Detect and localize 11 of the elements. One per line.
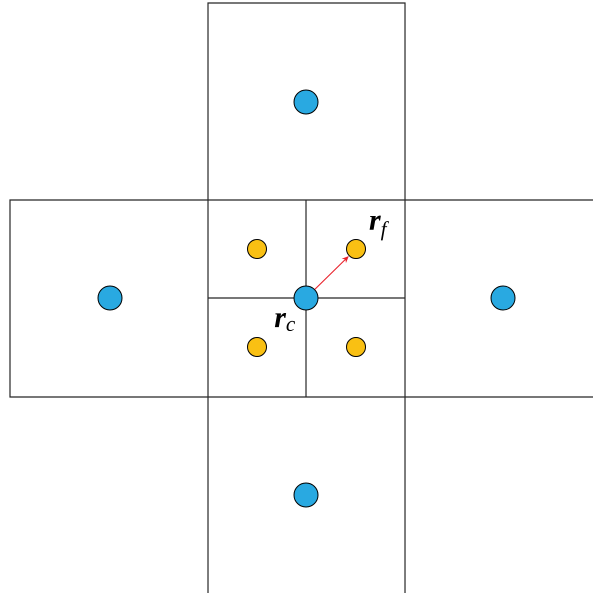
point-dot xyxy=(294,90,318,114)
vector-label: r$_{c}$ xyxy=(274,312,296,332)
point-dot xyxy=(346,337,366,357)
point-dot xyxy=(294,482,318,508)
point-dot xyxy=(247,239,267,259)
point-dot xyxy=(247,337,267,357)
point-dot xyxy=(98,286,122,310)
point-dot xyxy=(294,286,318,310)
point-dot xyxy=(346,239,366,259)
point-dot xyxy=(490,286,516,310)
vector-label: r$_{f}$ xyxy=(370,216,389,240)
